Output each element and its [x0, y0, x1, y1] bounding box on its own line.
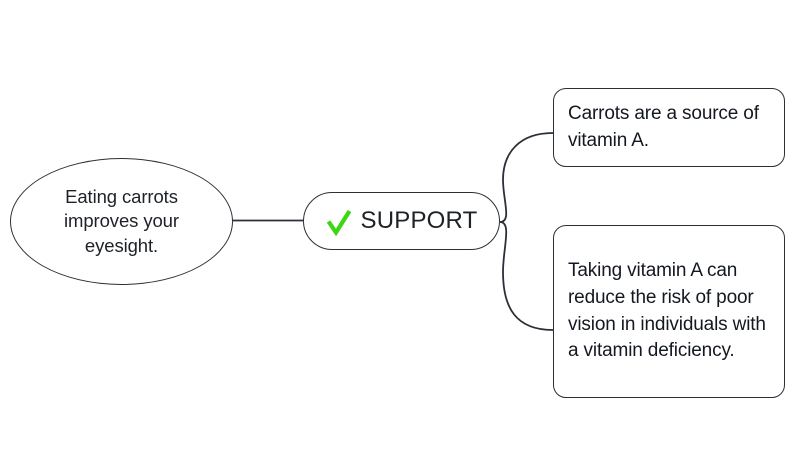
relation-node-support[interactable]: SUPPORT — [303, 192, 500, 250]
evidence-text-1: Carrots are a source of vitamin A. — [568, 102, 759, 151]
claim-node[interactable]: Eating carrots improves your eyesight. — [10, 158, 233, 285]
evidence-text-2: Taking vitamin A can reduce the risk of … — [568, 259, 766, 362]
evidence-node-1[interactable]: Carrots are a source of vitamin A. — [553, 88, 785, 167]
evidence-node-2[interactable]: Taking vitamin A can reduce the risk of … — [553, 225, 785, 398]
connector-relation-to-evidence-2 — [499, 221, 554, 331]
relation-label: SUPPORT — [360, 207, 478, 234]
green-check-icon — [326, 209, 351, 236]
connector-relation-to-evidence-1 — [499, 132, 554, 223]
claim-text: Eating carrots improves your eyesight. — [64, 185, 179, 256]
